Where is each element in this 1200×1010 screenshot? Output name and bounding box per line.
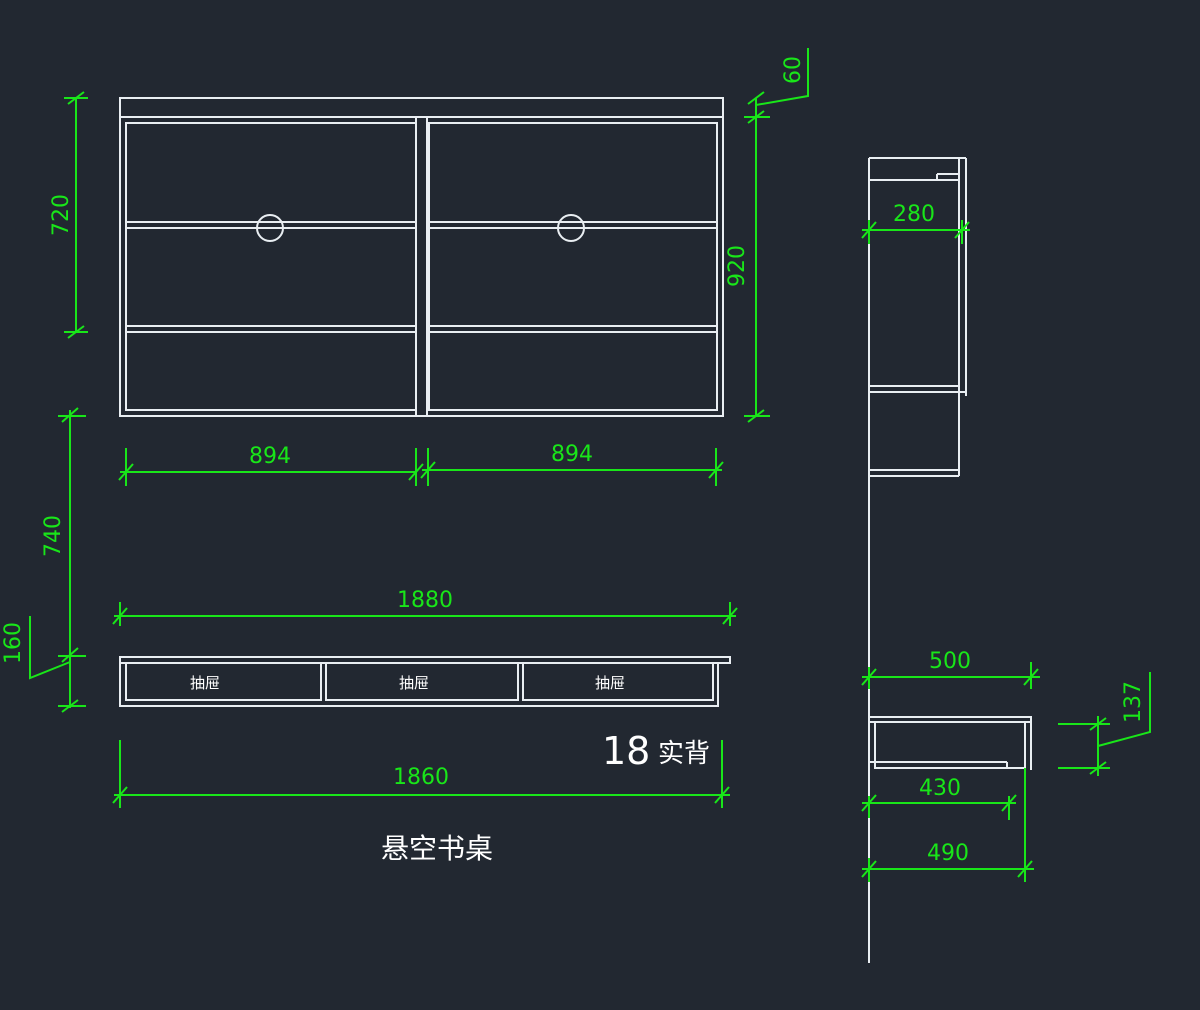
dim-tick	[954, 221, 970, 239]
drawer-front	[325, 662, 519, 701]
dim-tick	[67, 91, 85, 105]
dim-1880: 1880	[397, 588, 453, 613]
dim-720: 720	[49, 194, 74, 236]
dim-tick	[118, 463, 134, 481]
dim-tick	[61, 699, 79, 713]
dim-tick	[747, 110, 765, 124]
dim-tick	[708, 461, 724, 479]
dim-430: 430	[919, 776, 961, 801]
dim-740: 740	[41, 515, 66, 557]
drawer-label: 抽屉	[399, 674, 429, 692]
dim-920: 920	[725, 245, 750, 287]
dim-894-left: 894	[249, 444, 291, 469]
dim-490: 490	[927, 841, 969, 866]
dim-500: 500	[929, 649, 971, 674]
dim-leader-137	[1097, 672, 1151, 747]
dim-tick	[1023, 668, 1039, 686]
drawer-front	[125, 662, 322, 701]
dim-280: 280	[893, 202, 935, 227]
dim-tick	[112, 786, 128, 804]
dim-tick	[1017, 860, 1033, 878]
cabinet-left-bay	[125, 122, 417, 411]
dim-tick	[861, 221, 877, 239]
thickness-label: 实背	[658, 739, 710, 769]
dim-leader-160	[29, 616, 71, 680]
dimension-lines: 720 920 60 894 894 740	[1, 48, 1151, 882]
dim-tick	[61, 647, 79, 663]
cabinet-body	[119, 116, 724, 417]
dim-tick	[714, 786, 730, 804]
dim-tick	[112, 607, 128, 625]
wall-cabinet-front	[119, 97, 724, 417]
cable-hole	[557, 214, 585, 242]
dim-160: 160	[1, 622, 26, 664]
drawer-label: 抽屉	[595, 674, 625, 692]
dim-tick	[1001, 794, 1017, 812]
side-section	[868, 157, 1032, 963]
drawer-front	[522, 662, 714, 701]
cabinet-right-bay	[428, 122, 718, 411]
dim-tick	[1089, 761, 1107, 775]
dim-tick	[1089, 717, 1107, 731]
dim-137: 137	[1121, 681, 1146, 723]
dim-tick	[861, 860, 877, 878]
dim-tick	[61, 407, 79, 423]
dim-tick	[408, 463, 424, 481]
dim-tick	[722, 607, 738, 625]
dim-tick	[861, 794, 877, 812]
dim-tick	[67, 325, 85, 339]
dim-1860: 1860	[393, 765, 449, 790]
dim-tick	[861, 668, 877, 686]
cable-hole	[256, 214, 284, 242]
dim-894-right: 894	[551, 442, 593, 467]
desk-front: 抽屉 抽屉 抽屉	[119, 656, 731, 707]
drawing-title: 悬空书桌	[381, 832, 493, 865]
notes: 18 实背 悬空书桌	[381, 729, 710, 865]
dim-tick	[747, 91, 765, 105]
cabinet-top-board	[119, 97, 724, 118]
drawer-label: 抽屉	[190, 674, 220, 692]
dim-tick	[420, 461, 436, 479]
desk-side-drawer	[874, 721, 1026, 769]
dim-tick	[747, 409, 765, 423]
thickness-number: 18	[602, 729, 650, 773]
dim-60: 60	[781, 56, 806, 84]
dim-leader-60	[755, 48, 809, 106]
